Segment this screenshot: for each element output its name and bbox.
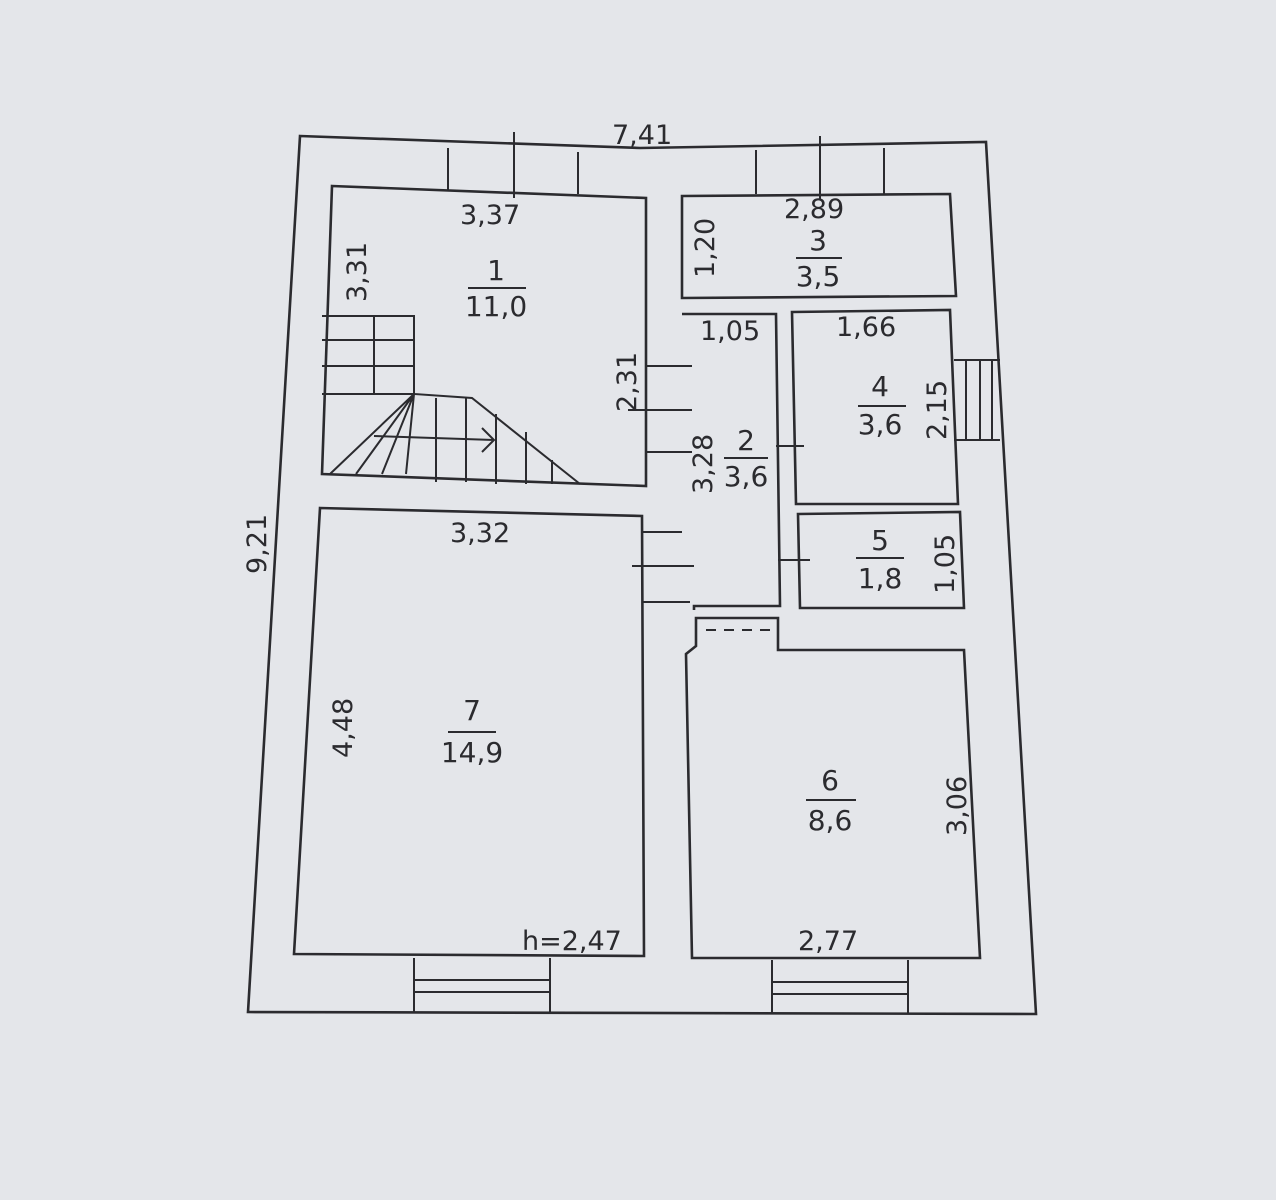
- room-1-width: 3,37: [460, 200, 520, 231]
- room-5-area: 1,8: [858, 562, 903, 595]
- room-4: [790, 308, 960, 506]
- room-3-number: 3: [809, 224, 827, 257]
- outer-walls: [246, 134, 1038, 1016]
- room-6-width: 2,77: [798, 926, 858, 957]
- room-7-width: 3,32: [450, 518, 510, 549]
- room-1-stair-length: 2,31: [612, 352, 643, 412]
- room-6-area: 8,6: [808, 804, 853, 837]
- room-4-number: 4: [871, 370, 889, 403]
- room-7-length: 4,48: [328, 698, 359, 758]
- room-1: [320, 184, 648, 488]
- room-4-width: 1,66: [836, 312, 896, 343]
- overall-length-label: 9,21: [242, 514, 273, 574]
- room-3-length: 1,20: [690, 218, 721, 278]
- room-6: [684, 616, 982, 960]
- overall-width-label: 7,41: [612, 120, 672, 151]
- room-1-area: 11,0: [465, 290, 527, 323]
- room-2: [682, 312, 782, 610]
- room-1-length: 3,31: [342, 242, 373, 302]
- room-2-length: 3,28: [688, 434, 719, 494]
- room-6-length: 3,06: [942, 776, 973, 836]
- room-7: [292, 506, 646, 958]
- room-6-number: 6: [821, 764, 839, 797]
- ceiling-height-label: h=2,47: [522, 926, 622, 957]
- room-2-area: 3,6: [724, 460, 769, 493]
- room-4-length: 2,15: [922, 380, 953, 440]
- room-2-width: 1,05: [700, 316, 760, 347]
- staircase: [322, 315, 581, 485]
- room-7-number: 7: [463, 694, 481, 727]
- room-5-length: 1,05: [930, 534, 961, 594]
- room-7-area: 14,9: [441, 736, 503, 769]
- room-4-area: 3,6: [858, 408, 903, 441]
- room-5: [796, 510, 966, 610]
- room-5-number: 5: [871, 524, 889, 557]
- openings: [413, 132, 1000, 1014]
- room-3-width: 2,89: [784, 194, 844, 225]
- room-3-area: 3,5: [796, 260, 841, 293]
- room-3: [680, 192, 958, 300]
- room-2-number: 2: [737, 424, 755, 457]
- fraction-bars: [448, 257, 906, 801]
- room-1-number: 1: [487, 254, 505, 287]
